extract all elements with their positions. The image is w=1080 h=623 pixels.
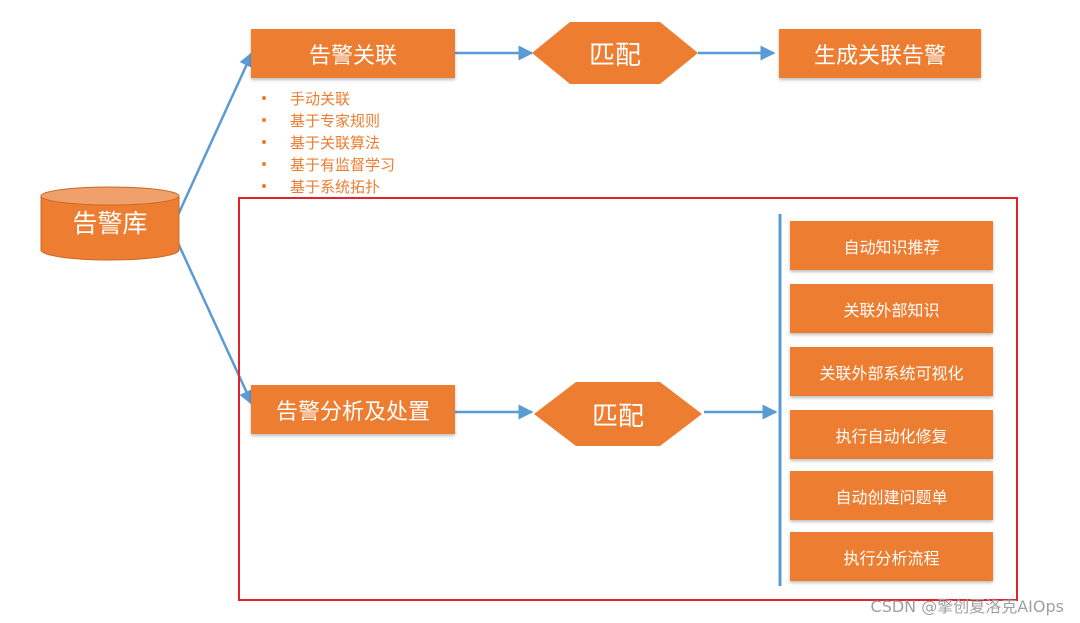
list-item: 手动关联 [262, 87, 462, 109]
alarm-database: 告警库 [40, 186, 180, 262]
database-label: 告警库 [72, 209, 148, 238]
generate-correlated-alarm-node: 生成关联告警 [779, 29, 981, 78]
bottom-match-label: 匹配 [591, 401, 644, 432]
alarm-analysis-node: 告警分析及处置 [251, 385, 455, 434]
arrow-db-to-correlation [176, 51, 254, 216]
list-item: 基于系统拓扑 [262, 175, 462, 197]
output-external-knowledge: 关联外部知识 [790, 284, 993, 333]
output-analysis-flow: 执行分析流程 [790, 532, 993, 581]
output-external-visualization: 关联外部系统可视化 [790, 347, 993, 396]
watermark: CSDN @擎创夏洛克AIOps [870, 597, 1064, 616]
top-match-diamond: 匹配 [532, 22, 698, 84]
bottom-match-diamond: 匹配 [534, 382, 702, 446]
diamond-shape [534, 382, 702, 446]
output-auto-remediation: 执行自动化修复 [790, 410, 993, 459]
alarm-correlation-node: 告警关联 [251, 29, 455, 78]
list-item: 基于专家规则 [262, 109, 462, 131]
output-create-ticket: 自动创建问题单 [790, 471, 993, 520]
top-match-label: 匹配 [588, 40, 641, 71]
database-icon [40, 186, 180, 261]
diamond-shape [532, 22, 698, 84]
list-item: 基于关联算法 [262, 131, 462, 153]
analysis-region-frame [238, 197, 1018, 601]
list-item: 基于有监督学习 [262, 153, 462, 175]
output-auto-knowledge: 自动知识推荐 [790, 221, 993, 270]
correlation-methods-list: 手动关联 基于专家规则 基于关联算法 基于有监督学习 基于系统拓扑 [262, 87, 462, 197]
